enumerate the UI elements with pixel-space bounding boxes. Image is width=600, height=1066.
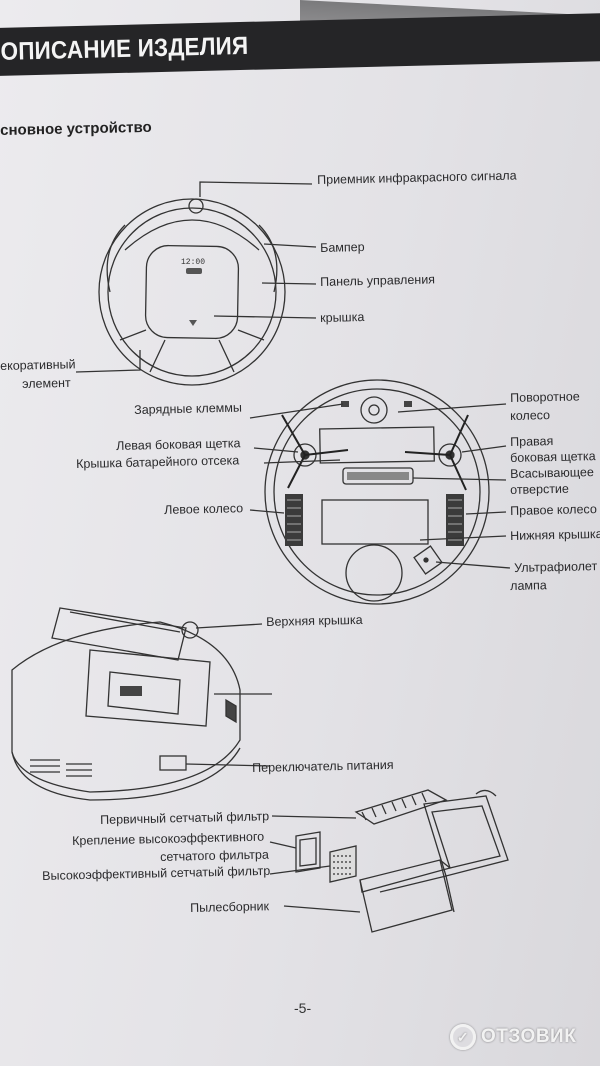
watermark-text: ОТЗОВИК — [481, 1026, 577, 1047]
label-swivel-wheel-2: колесо — [510, 408, 551, 423]
otzovik-logo-icon: ✓ — [450, 1024, 476, 1050]
label-right-wheel: Правое колесо — [510, 502, 597, 518]
label-suction-1: Всасывающее — [510, 465, 594, 481]
label-right-brush-2: боковая щетка — [510, 449, 596, 465]
display-text: 12:00 — [181, 258, 205, 267]
label-uv-lamp-2: лампа — [510, 578, 547, 593]
leader-panel — [261, 282, 317, 285]
label-power-switch: Переключатель питания — [252, 757, 394, 775]
dust-bin-parts — [295, 789, 509, 933]
label-charging-contacts: Зарядные клеммы — [134, 400, 243, 417]
leader-bumper — [263, 243, 317, 248]
watermark: ✓ ОТЗОВИК — [450, 1024, 576, 1050]
top-view-robot — [98, 198, 286, 386]
label-bottom-cover: Нижняя крышка — [510, 526, 600, 543]
page-number: -5- — [294, 1000, 312, 1016]
label-control-panel: Панель управления — [320, 272, 436, 289]
leader-decor — [75, 350, 141, 373]
label-right-brush-1: Правая — [510, 434, 554, 449]
label-suction-2: отверстие — [510, 481, 570, 497]
label-cover: крышка — [320, 309, 365, 325]
label-decorative-2: элемент — [22, 375, 71, 391]
logo-icon — [189, 320, 197, 326]
label-bumper: Бампер — [320, 239, 365, 255]
label-uv-lamp-1: Ультрафиолет — [514, 559, 598, 575]
label-dust-bin: Пылесборник — [190, 899, 270, 915]
ir-receiver-icon — [188, 198, 204, 214]
label-decorative-1: екоративный — [0, 357, 76, 373]
open-lid-robot — [11, 607, 241, 801]
label-left-side-brush: Левая боковая щетка — [116, 436, 241, 453]
leader-cover — [213, 315, 317, 319]
leader-ir — [199, 181, 313, 197]
bottom-view-robot — [264, 379, 490, 605]
label-swivel-wheel-1: Поворотное — [510, 389, 580, 405]
suction-opening — [347, 472, 409, 480]
label-left-wheel: Левое колесо — [164, 501, 244, 517]
label-top-lid: Верхняя крышка — [266, 612, 363, 629]
